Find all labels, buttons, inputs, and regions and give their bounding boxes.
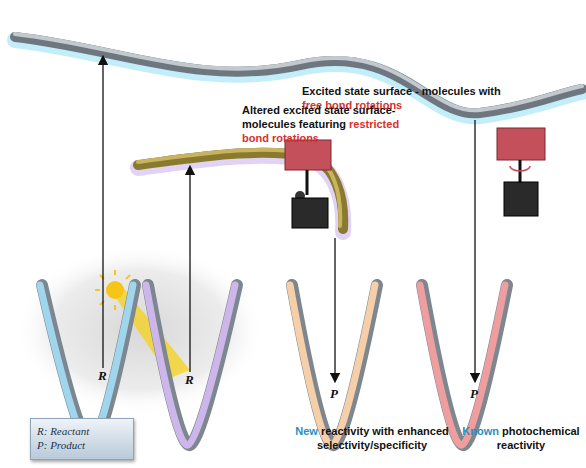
rotor-block xyxy=(497,128,545,160)
state-letter: P xyxy=(470,386,478,402)
surface-highlight xyxy=(15,34,582,110)
excitation-arrow xyxy=(189,170,190,372)
legend-text: P: Product xyxy=(37,438,127,452)
surface-caption: Altered excited state surface- molecules… xyxy=(242,103,424,145)
relaxation-arrow xyxy=(334,238,335,378)
legend-text: R: Reactant xyxy=(37,424,127,438)
caption-text: reactivity with enhanced selectivity/spe… xyxy=(317,425,449,451)
excitation-arrow xyxy=(102,60,103,368)
rotor-block xyxy=(504,182,538,216)
rotor-bond xyxy=(306,170,309,195)
relaxation-arrow xyxy=(474,120,475,378)
product-well xyxy=(420,285,505,445)
sun-symbol xyxy=(106,281,124,299)
state-letter: R xyxy=(98,368,107,384)
state-letter: P xyxy=(330,386,338,402)
rotation-symbol xyxy=(510,166,530,171)
caption-text: photochemical reactivity xyxy=(497,425,580,451)
caption-text: Known xyxy=(462,425,499,437)
outcome-caption: New reactivity with enhanced selectivity… xyxy=(292,424,452,452)
rotor-block xyxy=(285,140,331,170)
caption-text: Excited state surface - molecules with xyxy=(302,85,501,97)
outcome-caption: Known photochemical reactivity xyxy=(462,424,580,452)
product-well xyxy=(290,285,375,445)
legend-box: R: ReactantP: Product xyxy=(30,418,134,460)
rotor-block xyxy=(292,198,328,228)
state-letter: R xyxy=(185,372,194,388)
caption-text: New xyxy=(295,425,318,437)
